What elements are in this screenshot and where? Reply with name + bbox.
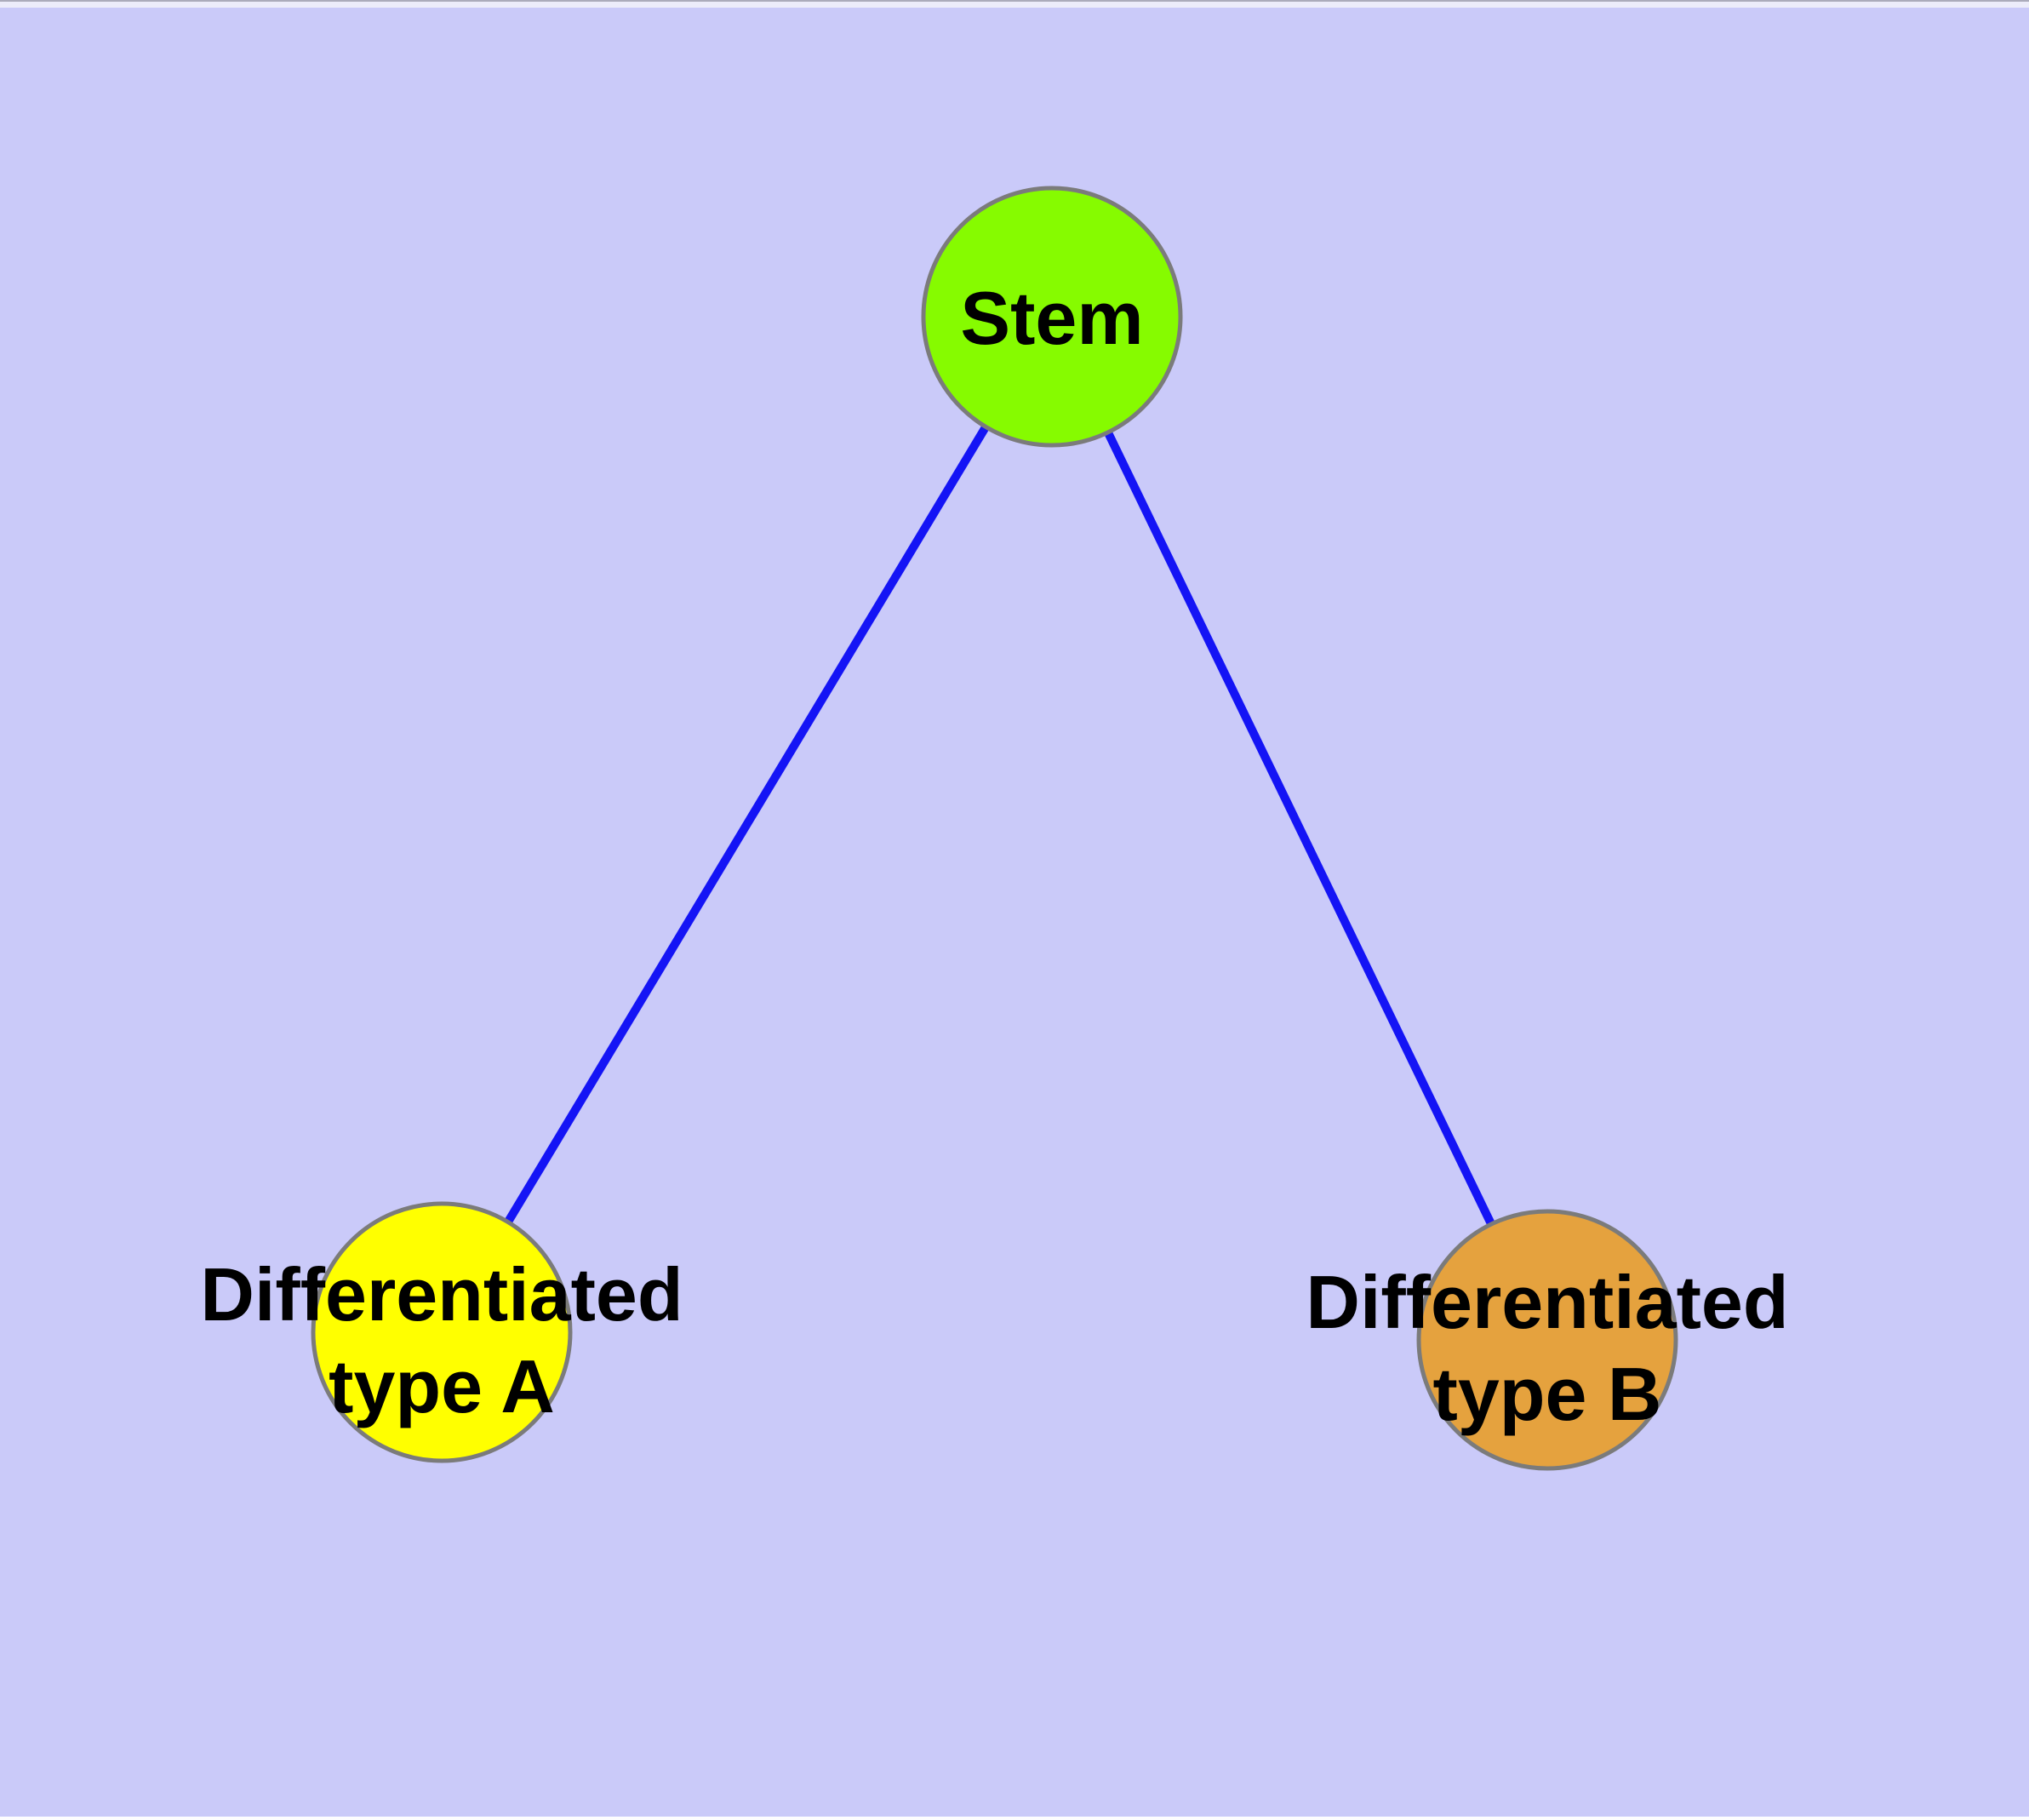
edge-stem-to-type-b	[1048, 314, 1552, 1342]
node-type-a-label-line2: type A	[329, 1344, 555, 1428]
node-differentiated-type-b	[1416, 1209, 1678, 1471]
node-type-a-label-line1: Differentiated	[200, 1252, 683, 1336]
edge-stem-to-type-a	[437, 314, 1056, 1335]
node-stem	[921, 186, 1183, 448]
window-top-edge	[0, 0, 2029, 8]
node-type-b-label-line2: type B	[1433, 1352, 1662, 1436]
node-type-b-label-line1: Differentiated	[1306, 1260, 1788, 1344]
node-stem-label: Stem	[960, 276, 1143, 360]
window-bottom-edge	[0, 1817, 2029, 1820]
node-differentiated-type-a	[311, 1201, 573, 1463]
